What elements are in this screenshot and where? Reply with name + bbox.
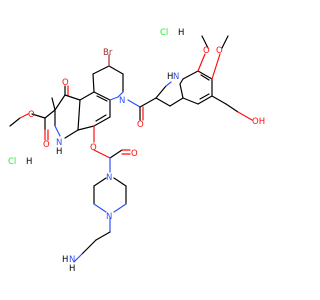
ester-oxygen-label: O xyxy=(28,110,35,120)
amine-hydrogen-label: H xyxy=(62,255,68,265)
hcl-salt-upper: Cl H xyxy=(160,28,184,38)
bond-lines xyxy=(9,35,253,263)
ester-carbonyl-oxygen-label: O xyxy=(43,140,50,150)
hcl-salt-lower: Cl H xyxy=(8,157,32,167)
chlorine-label-upper: Cl xyxy=(160,28,168,38)
methoxy-oxygen-label-2: O xyxy=(216,46,223,56)
amide-oxygen-label: O xyxy=(137,120,144,130)
hydrogen-label-upper: H xyxy=(178,28,184,38)
indole-nitrogen-label: N xyxy=(173,72,179,82)
hydrogen-label-lower: H xyxy=(26,157,32,167)
molecular-structure-diagram: Cl H Cl H Br O O O N H N O H N O O OH O … xyxy=(8,28,265,274)
methoxy-oxygen-label-1: O xyxy=(203,46,210,56)
bromine-atom-label: Br xyxy=(103,48,113,58)
carbamate-ring-oxygen-label: O xyxy=(90,143,97,153)
hydroxyl-label: OH xyxy=(252,117,265,127)
amine-nitrogen-label: N xyxy=(69,255,75,265)
pyrrole-nitrogen-label: N xyxy=(56,138,62,148)
indole-hydrogen-label: H xyxy=(167,72,173,82)
piperazine-nitrogen-label-1: N xyxy=(106,173,112,183)
chlorine-label-lower: Cl xyxy=(8,157,16,167)
atom-labels: Br O O O N H N O H N O O OH O O N N H N … xyxy=(28,46,265,274)
ketone-oxygen-label: O xyxy=(62,78,69,88)
pyrrole-hydrogen-label: H xyxy=(56,147,62,157)
ring-nitrogen-label: N xyxy=(119,96,125,106)
amine-hydrogen-label-2: H xyxy=(69,264,75,274)
carbamate-carbonyl-oxygen-label: O xyxy=(131,149,138,159)
piperazine-nitrogen-label-2: N xyxy=(106,212,112,222)
